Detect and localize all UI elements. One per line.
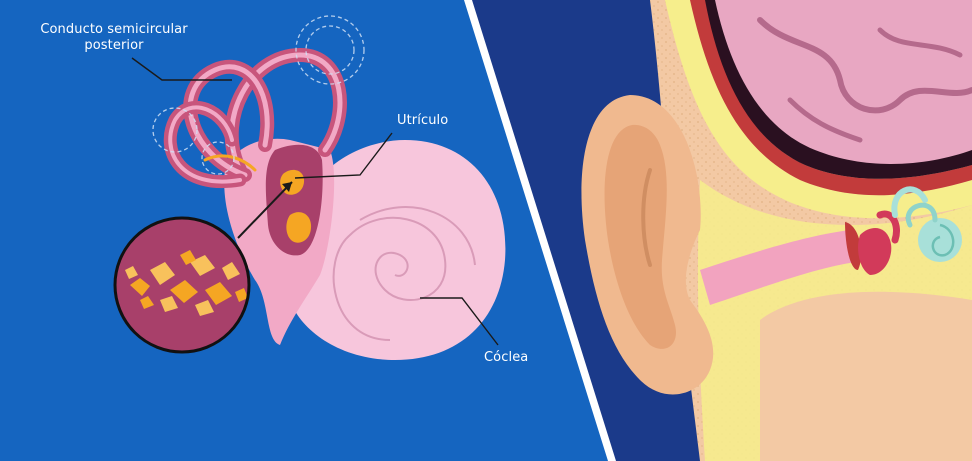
jaw-tissue [760,292,972,461]
posterior-canal-label-line1: Conducto semicircular [24,22,204,38]
posterior-canal-label: Conducto semicircular posterior [24,22,204,54]
otoconia-zoom [115,218,249,352]
posterior-canal-label-line2: posterior [24,38,204,54]
cochlea-label: Cóclea [484,350,528,366]
utricle-label: Utrículo [397,113,448,129]
